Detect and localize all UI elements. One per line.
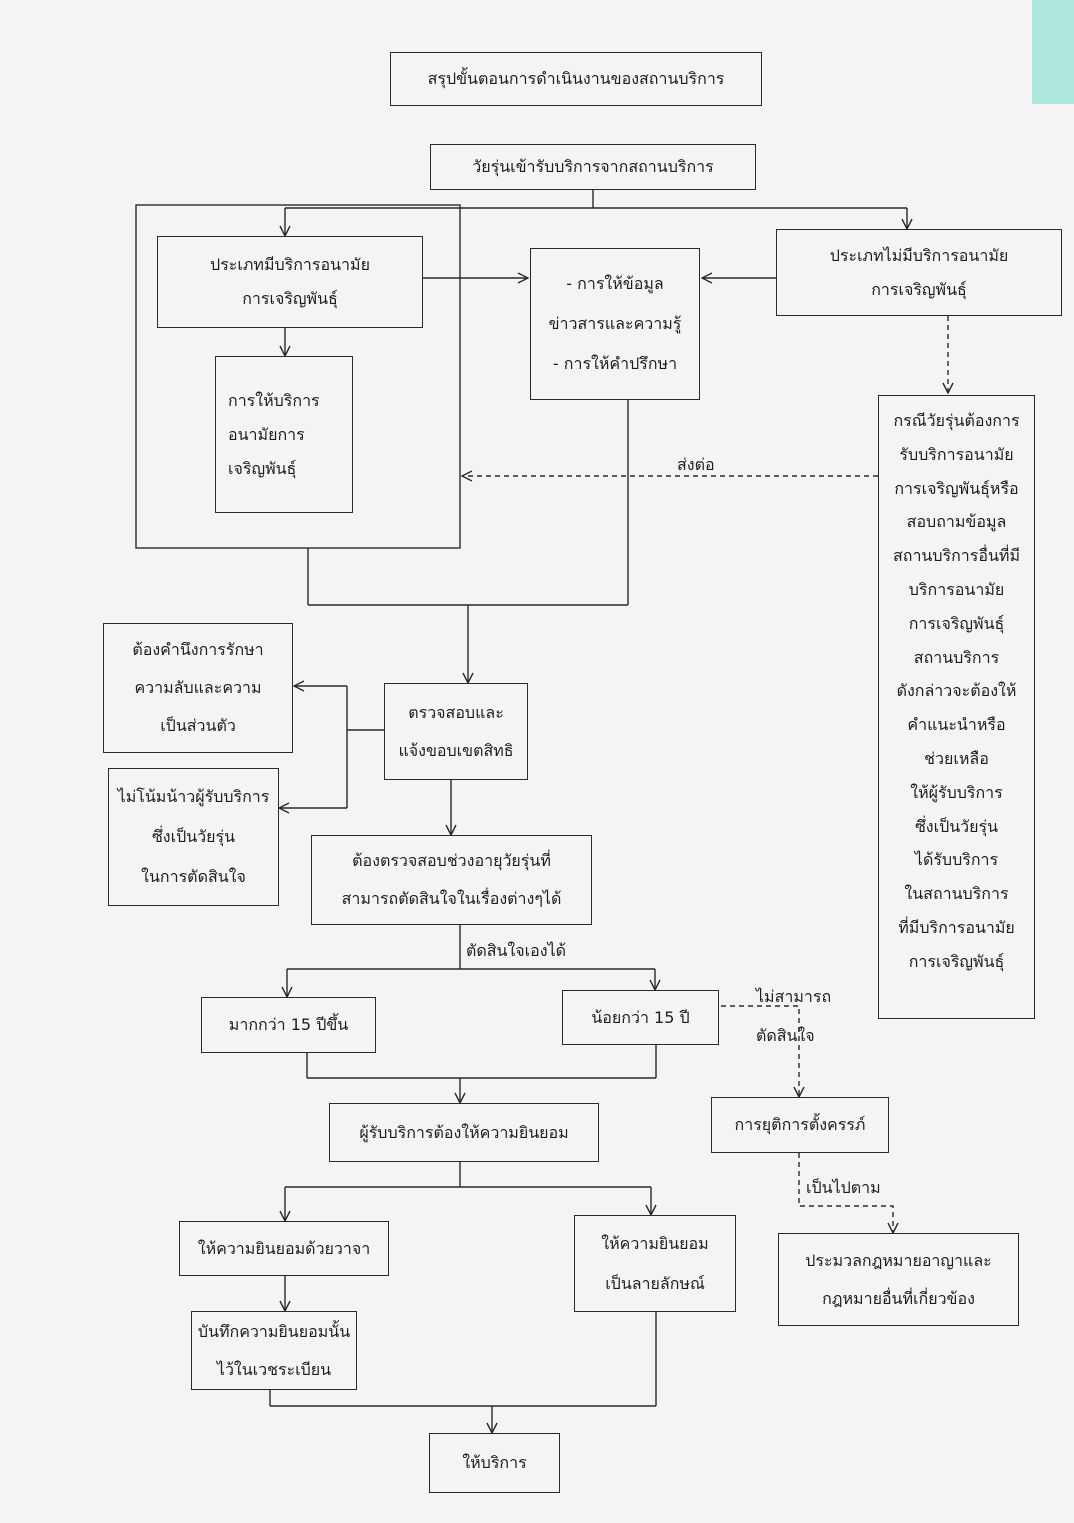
node-line: สรุปขั้นตอนการดำเนินงานของสถานบริการ — [427, 69, 725, 88]
node-line: เป็นลายลักษณ์ — [605, 1273, 705, 1293]
privacy-box: ต้องคำนึงการรักษา ความลับและความ เป็นส่ว… — [103, 623, 293, 753]
consent-box: ผู้รับบริการต้องให้ความยินยอม — [329, 1103, 599, 1162]
node-line: ไม่โน้มน้าวผู้รับบริการ — [117, 787, 270, 806]
node-line: ตรวจสอบและ — [408, 702, 504, 722]
node-line: ผู้รับบริการต้องให้ความยินยอม — [359, 1122, 569, 1142]
teen-case-box: กรณีวัยรุ่นต้องการ รับบริการอนามัย การเจ… — [878, 395, 1035, 1019]
provide-rh-box: การให้บริการ อนามัยการ เจริญพันธุ์ — [215, 356, 353, 513]
node-line: แจ้งขอบเขตสิทธิ — [398, 740, 514, 760]
node-line: ดังกล่าวจะต้องให้ — [896, 681, 1017, 701]
node-line: ซึ่งเป็นวัยรุ่น — [151, 827, 236, 846]
provide-service-box: ให้บริการ — [429, 1433, 560, 1493]
check-age-box: ต้องตรวจสอบช่วงอายุวัยรุ่นที่ สามารถตัดส… — [311, 835, 592, 925]
no-persuade-box: ไม่โน้มน้าวผู้รับบริการ ซึ่งเป็นวัยรุ่น … — [108, 768, 279, 906]
node-line: การเจริญพันธุ์หรือ — [894, 478, 1019, 498]
node-line: ไว้ในเวชระเบียน — [216, 1359, 332, 1379]
node-line: - การให้ข้อมูล — [566, 274, 664, 293]
node-line: การเจริญพันธุ์ — [908, 951, 1005, 971]
type-with-rh-box: ประเภทมีบริการอนามัย การเจริญพันธุ์ — [157, 236, 423, 328]
node-line: เจริญพันธุ์ — [228, 458, 297, 478]
node-line: ประเภทไม่มีบริการอนามัย — [829, 245, 1009, 265]
node-line: สามารถตัดสินใจในเรื่องต่างๆได้ — [341, 889, 562, 908]
node-line: สอบถามข้อมูล — [906, 512, 1007, 532]
check-rights-box: ตรวจสอบและ แจ้งขอบเขตสิทธิ — [384, 683, 528, 780]
node-line: ได้รับบริการ — [914, 850, 999, 870]
sticky-note — [1032, 0, 1074, 104]
node-line: ช่วยเหลือ — [924, 748, 989, 768]
node-line: ให้บริการ — [462, 1453, 527, 1472]
node-line: การเจริญพันธุ์ — [871, 279, 967, 299]
abortion-box: การยุติการตั้งครรภ์ — [711, 1097, 889, 1153]
node-line: กฎหมายอื่นที่เกี่ยวข้อง — [822, 1288, 975, 1308]
node-line: ซึ่งเป็นวัยรุ่น — [914, 816, 999, 836]
node-line: สถานบริการอื่นที่มี — [892, 546, 1021, 566]
node-line: บันทึกความยินยอมนั้น — [197, 1321, 351, 1341]
node-line: ที่มีบริการอนามัย — [898, 917, 1015, 937]
node-line: ให้ความยินยอม — [601, 1233, 709, 1253]
node-line: - การให้คำปรึกษา — [552, 354, 678, 373]
according-label: เป็นไปตาม — [806, 1178, 881, 1197]
over-15-box: มากกว่า 15 ปีขึ้น — [201, 997, 376, 1053]
node-line: มากกว่า 15 ปีขึ้น — [228, 1015, 349, 1034]
cannot-decide-label-1: ไม่สามารถ — [756, 987, 832, 1006]
node-line: ข่าวสารและความรู้ — [548, 314, 682, 333]
node-line: รับบริการอนามัย — [899, 444, 1014, 464]
node-line: การยุติการตั้งครรภ์ — [734, 1115, 866, 1134]
node-line: ในการตัดสินใจ — [141, 867, 246, 886]
node-line: ให้ความยินยอมด้วยวาจา — [197, 1238, 371, 1258]
node-line: ประมวลกฎหมายอาญาและ — [805, 1250, 992, 1270]
node-line: วัยรุ่นเข้ารับบริการจากสถานบริการ — [472, 157, 714, 176]
node-line: สถานบริการ — [913, 647, 1000, 667]
node-line: คำแนะนำหรือ — [907, 715, 1006, 735]
type-without-rh-box: ประเภทไม่มีบริการอนามัย การเจริญพันธุ์ — [776, 229, 1062, 316]
node-line: การให้บริการ — [228, 390, 320, 410]
written-consent-box: ให้ความยินยอม เป็นลายลักษณ์ — [574, 1215, 736, 1312]
node-line: การเจริญพันธุ์ — [242, 289, 338, 308]
node-line: กรณีวัยรุ่นต้องการ — [893, 411, 1020, 430]
node-line: ต้องตรวจสอบช่วงอายุวัยรุ่นที่ — [352, 851, 551, 870]
node-line: ความลับและความ — [134, 678, 262, 697]
node-line: เป็นส่วนตัว — [160, 716, 236, 735]
verbal-consent-box: ให้ความยินยอมด้วยวาจา — [179, 1221, 389, 1276]
node-line: ในสถานบริการ — [904, 884, 1009, 904]
node-line: อนามัยการ — [228, 424, 305, 444]
under-15-box: น้อยกว่า 15 ปี — [562, 990, 719, 1045]
group-frame — [135, 204, 461, 549]
node-line: ประเภทมีบริการอนามัย — [210, 255, 370, 274]
record-consent-box: บันทึกความยินยอมนั้น ไว้ในเวชระเบียน — [191, 1311, 357, 1390]
node-line: น้อยกว่า 15 ปี — [591, 1007, 690, 1027]
info-counsel-box: - การให้ข้อมูล ข่าวสารและความรู้ - การให… — [530, 248, 700, 400]
refer-label: ส่งต่อ — [677, 455, 715, 474]
self-decide-label: ตัดสินใจเองได้ — [466, 941, 566, 960]
node-line: การเจริญพันธุ์ — [908, 613, 1005, 633]
cannot-decide-label-2: ตัดสินใจ — [756, 1026, 815, 1045]
node-line: ต้องคำนึงการรักษา — [132, 640, 264, 659]
node-line: บริการอนามัย — [908, 579, 1005, 599]
title-box: สรุปขั้นตอนการดำเนินงานของสถานบริการ — [390, 52, 762, 106]
node-line: ให้ผู้รับบริการ — [910, 782, 1003, 802]
teen-receive-box: วัยรุ่นเข้ารับบริการจากสถานบริการ — [430, 144, 756, 190]
criminal-law-box: ประมวลกฎหมายอาญาและ กฎหมายอื่นที่เกี่ยวข… — [778, 1233, 1019, 1326]
